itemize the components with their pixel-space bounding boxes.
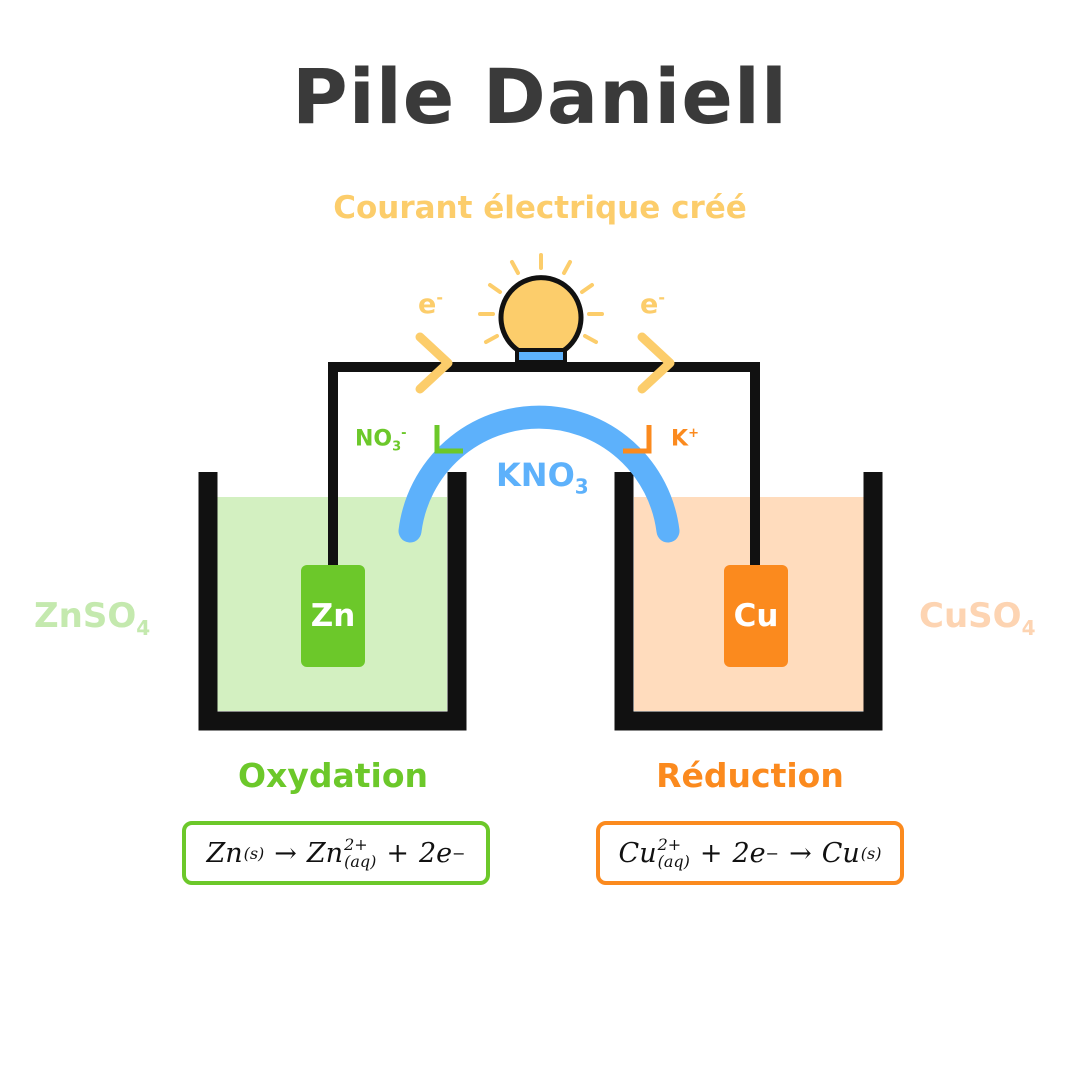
salt-bridge-label: KNO3 <box>496 456 589 499</box>
zinc-electrode: Zn <box>301 565 365 667</box>
oxidation-label: Oxydation <box>238 756 428 795</box>
left-beaker <box>198 472 467 731</box>
salt-bridge <box>398 405 680 543</box>
external-wire <box>328 362 760 567</box>
light-bulb-icon <box>478 253 604 364</box>
anion-label: NO3- <box>355 426 407 455</box>
copper-solution-label: CuSO4 <box>919 596 1036 640</box>
chevron-right-icon <box>415 332 453 394</box>
reduction-label: Réduction <box>656 756 844 795</box>
anion-marker-icon <box>434 425 463 454</box>
electron-label-left: e- <box>418 288 443 320</box>
cation-label: K+ <box>671 426 699 452</box>
electron-label-right: e- <box>640 288 665 320</box>
right-beaker <box>614 472 883 731</box>
zinc-solution-label: ZnSO4 <box>34 596 151 640</box>
page-title: Pile Daniell <box>292 52 788 141</box>
copper-electrode: Cu <box>724 565 788 667</box>
cation-marker-icon <box>623 425 652 454</box>
current-label: Courant électrique créé <box>333 190 747 226</box>
chevron-right-icon <box>637 332 675 394</box>
